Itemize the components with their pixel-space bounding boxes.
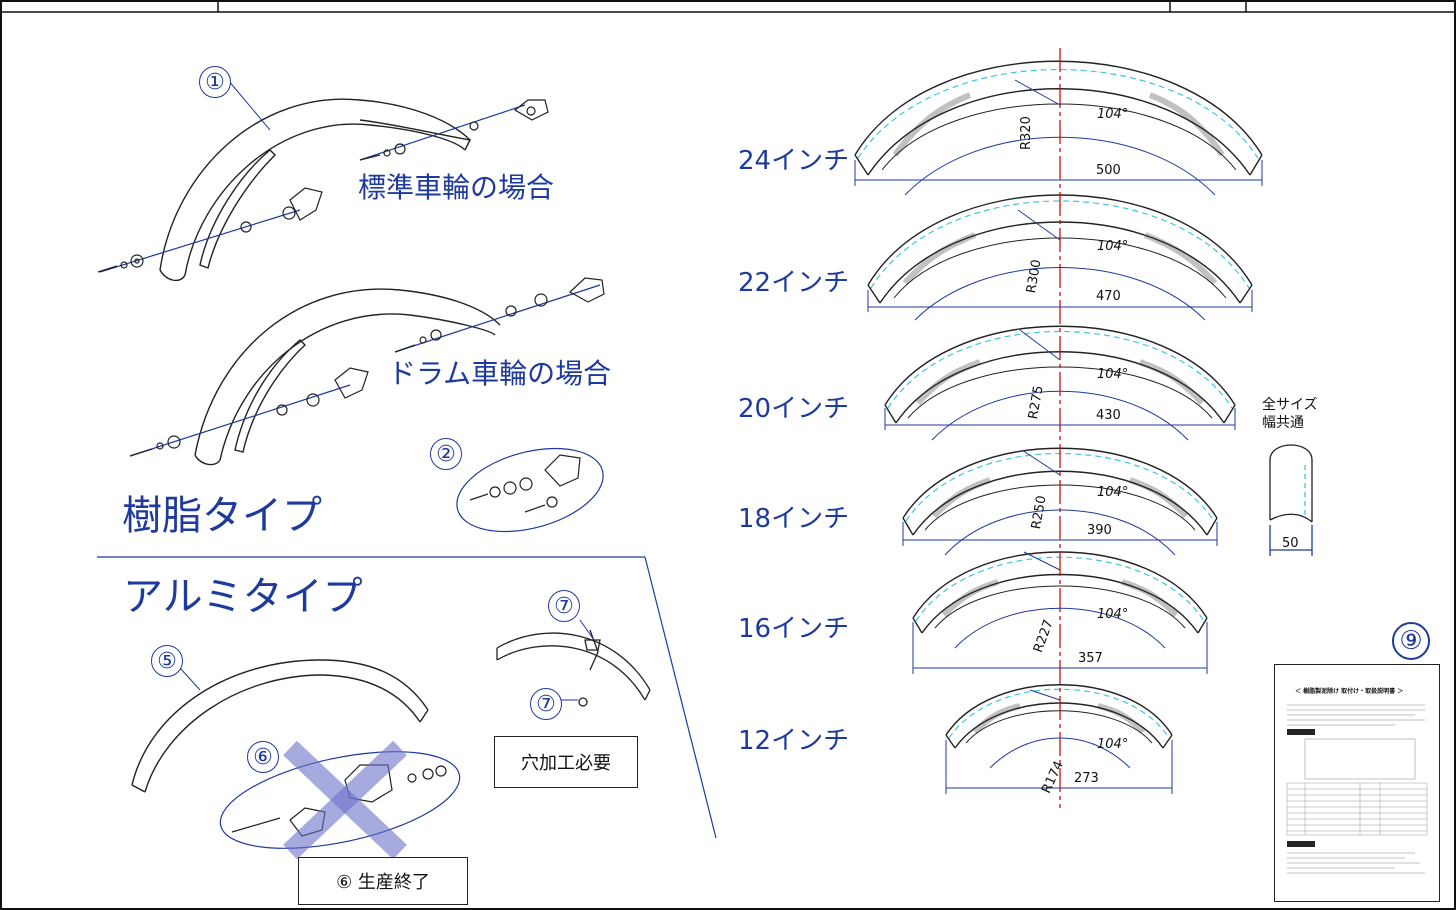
standard-wheel-label: 標準車輪の場合 [358,171,555,204]
fender-12-outline [945,684,1173,749]
aluminum-hole-detail [496,629,651,707]
manual-title: ＜ 樹脂製泥除け 取付け・取扱説明書 ＞ [1295,688,1404,695]
part-2-label: ② [430,438,462,470]
part2-hardware [469,454,581,513]
part-7-top-label: ⑦ [548,590,580,622]
width-18: 390 [1087,523,1112,538]
profile-width: 50 [1282,536,1299,551]
angle-18: 104° [1097,485,1129,500]
fender-16-outline [912,551,1208,634]
part-7-bottom-label: ⑦ [530,688,562,720]
aluminum-type-title: アルミタイプ [123,574,363,620]
angle-16: 104° [1097,607,1129,622]
hardware-drum [129,277,605,457]
leader-lines [179,79,595,701]
part-1-label: ① [199,66,231,98]
part6-ellipse [219,751,461,849]
angle-22: 104° [1097,239,1129,254]
profile-note-line2: 幅共通 [1262,415,1304,431]
resin-fender-standard [159,98,472,282]
size-fender-outlines [854,60,1263,749]
discontinued-x-mark [283,740,407,860]
width-24: 500 [1096,163,1121,178]
discontinued-note: ⑥ 生産終了 [298,857,468,905]
size-label-16: 16インチ [738,614,850,644]
width-profile [1269,444,1313,556]
manual-content-lines [1286,704,1428,874]
part-5-label: ⑤ [151,645,183,677]
size-label-22: 22インチ [738,268,850,298]
fender-24-outline [854,60,1263,176]
angle-24: 104° [1097,107,1129,122]
hole-machining-note: 穴加工必要 [494,736,638,788]
size-label-12: 12インチ [738,726,850,756]
size-label-20: 20インチ [738,394,850,424]
angle-20: 104° [1097,367,1129,382]
fender-22-outline [867,194,1253,304]
width-22: 470 [1096,289,1121,304]
instruction-manual-thumbnail: ＜ 樹脂製泥除け 取付け・取扱説明書 ＞ [1274,664,1440,902]
hardware-standard [97,99,549,273]
part2-ellipse [456,447,604,533]
profile-note-line1: 全サイズ [1262,397,1318,413]
angle-12: 104° [1097,737,1129,752]
size-label-24: 24インチ [738,146,850,176]
aluminum-fender [131,659,429,793]
radius-24: R320 [1019,116,1034,150]
part-9-label: ⑨ [1392,622,1430,660]
part-6-label: ⑥ [247,741,279,773]
width-16: 357 [1078,651,1103,666]
dimension-lines [854,79,1263,794]
drum-wheel-label: ドラム車輪の場合 [388,357,612,390]
width-12: 273 [1074,771,1099,786]
resin-type-title: 樹脂タイプ [122,493,322,539]
size-label-18: 18インチ [738,504,850,534]
width-20: 430 [1096,408,1121,423]
